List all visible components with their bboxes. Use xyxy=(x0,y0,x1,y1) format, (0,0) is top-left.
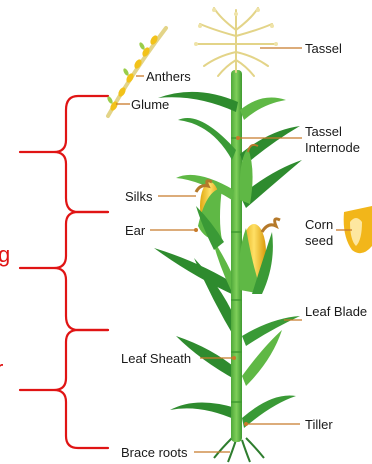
label-anthers: Anthers xyxy=(146,69,191,84)
label-tassel-internode-line2: Internode xyxy=(305,140,360,155)
upper-leaves xyxy=(158,92,302,208)
label-corn-seed-line2: seed xyxy=(305,233,333,248)
label-tassel: Tassel xyxy=(305,41,342,56)
label-brace-roots: Brace roots xyxy=(121,445,187,460)
label-corn-seed-line1: Corn xyxy=(305,217,333,232)
bracket-lower xyxy=(20,330,108,448)
bracket-upper xyxy=(20,96,108,212)
label-tiller: Tiller xyxy=(305,417,333,432)
label-tassel-internode-line1: Tassel xyxy=(305,124,342,139)
label-ear: Ear xyxy=(125,223,145,238)
label-glume: Glume xyxy=(131,97,169,112)
tassel xyxy=(196,8,276,76)
label-leaf-blade: Leaf Blade xyxy=(305,304,367,319)
ear-left xyxy=(196,181,224,250)
bracket-middle xyxy=(20,212,108,330)
label-silks: Silks xyxy=(125,189,152,204)
label-leaf-sheath: Leaf Sheath xyxy=(121,351,191,366)
edge-fragment-upper: g xyxy=(0,244,10,266)
growth-stage-brackets xyxy=(20,96,108,448)
lower-leaves xyxy=(154,238,300,428)
edge-fragment-lower: r xyxy=(0,358,3,380)
ear-right xyxy=(239,219,280,294)
